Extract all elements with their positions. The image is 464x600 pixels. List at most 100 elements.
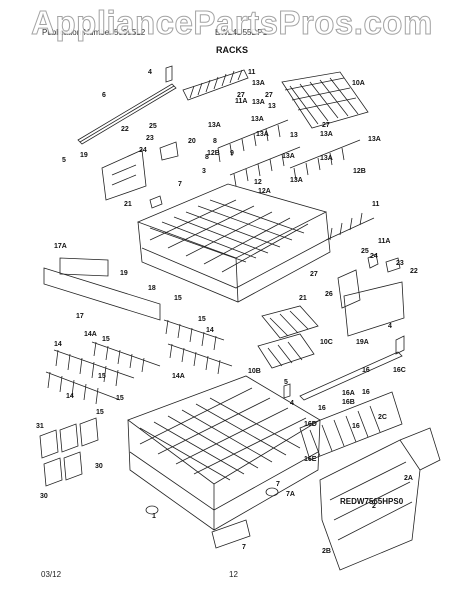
part-lower-basket bbox=[127, 375, 321, 531]
callout-16: 16 bbox=[318, 405, 326, 412]
callout-22: 22 bbox=[121, 126, 129, 133]
callout-13a: 13A bbox=[256, 131, 269, 138]
callout-13: 13 bbox=[268, 103, 276, 110]
callout-4: 4 bbox=[290, 400, 294, 407]
callout-22: 22 bbox=[410, 268, 418, 275]
callout-27: 27 bbox=[237, 92, 245, 99]
part-wheels-30 bbox=[39, 417, 99, 487]
callout-30: 30 bbox=[40, 493, 48, 500]
callout-24: 24 bbox=[139, 147, 147, 154]
callout-2b: 2B bbox=[322, 548, 331, 555]
part-rail-top bbox=[77, 83, 177, 145]
callout-2a: 2A bbox=[404, 475, 413, 482]
callout-23: 23 bbox=[396, 260, 404, 267]
callout-14: 14 bbox=[66, 393, 74, 400]
callout-2: 2 bbox=[372, 503, 376, 510]
part-bracket-19a bbox=[343, 281, 405, 337]
callout-31: 31 bbox=[36, 423, 44, 430]
callout-15: 15 bbox=[98, 373, 106, 380]
part-front-panel-17 bbox=[43, 257, 161, 321]
part-cutlery-basket bbox=[299, 391, 441, 571]
callout-13a: 13A bbox=[320, 131, 333, 138]
callout-19: 19 bbox=[120, 270, 128, 277]
callout-15: 15 bbox=[198, 316, 206, 323]
callout-15: 15 bbox=[174, 295, 182, 302]
callout-3: 3 bbox=[202, 168, 206, 175]
callout-8: 8 bbox=[205, 154, 209, 161]
callout-10a: 10A bbox=[352, 80, 365, 87]
callout-4: 4 bbox=[148, 69, 152, 76]
callout-16a: 16A bbox=[342, 390, 355, 397]
callout-16: 16 bbox=[352, 423, 360, 430]
callout-17a: 17A bbox=[54, 243, 67, 250]
callout-9: 9 bbox=[230, 150, 234, 157]
callout-27: 27 bbox=[322, 122, 330, 129]
callout-19a: 19A bbox=[356, 339, 369, 346]
callout-26: 26 bbox=[325, 291, 333, 298]
callout-19: 19 bbox=[80, 152, 88, 159]
callout-5: 5 bbox=[284, 379, 288, 386]
callout-4: 4 bbox=[388, 323, 392, 330]
callout-13a: 13A bbox=[252, 80, 265, 87]
callout-11: 11 bbox=[372, 201, 380, 208]
callout-20: 20 bbox=[188, 138, 196, 145]
callout-21: 21 bbox=[124, 201, 132, 208]
part-cup-rack-10a bbox=[281, 71, 369, 129]
footer-date: 03/12 bbox=[41, 570, 62, 579]
part-tines-11 bbox=[182, 69, 249, 101]
callout-11a: 11A bbox=[378, 238, 390, 245]
callout-13a: 13A bbox=[290, 177, 303, 184]
callout-14: 14 bbox=[54, 341, 62, 348]
callout-10b: 10B bbox=[248, 368, 261, 375]
diagram-code: REDW7565HPS0 bbox=[340, 497, 404, 506]
callout-24: 24 bbox=[370, 253, 378, 260]
callout-5: 5 bbox=[62, 157, 66, 164]
part-lower-tines bbox=[45, 319, 233, 405]
callout-25: 25 bbox=[149, 123, 157, 130]
page-number: 12 bbox=[229, 570, 238, 579]
callout-8: 8 bbox=[213, 138, 217, 145]
callout-15: 15 bbox=[96, 409, 104, 416]
part-cutlery-10c bbox=[261, 305, 319, 339]
callout-7: 7 bbox=[178, 181, 182, 188]
callout-17: 17 bbox=[76, 313, 84, 320]
callout-27: 27 bbox=[310, 271, 318, 278]
callout-15: 15 bbox=[102, 336, 110, 343]
callout-13a: 13A bbox=[368, 136, 381, 143]
model-number: EW24D55DP1 bbox=[215, 28, 268, 37]
callout-14a: 14A bbox=[172, 373, 185, 380]
callout-14a: 14A bbox=[84, 331, 97, 338]
part-bracket-19 bbox=[101, 149, 147, 201]
callout-16: 16 bbox=[362, 367, 370, 374]
callout-7a: 7A bbox=[286, 491, 295, 498]
callout-21: 21 bbox=[299, 295, 307, 302]
callout-11a: 11A bbox=[235, 98, 247, 105]
callout-16e: 16E bbox=[304, 456, 317, 463]
part-tine-rows-13a bbox=[217, 119, 361, 187]
callout-7: 7 bbox=[276, 481, 280, 488]
callout-13a: 13A bbox=[282, 153, 295, 160]
callout-6: 6 bbox=[102, 92, 106, 99]
callout-16: 16 bbox=[362, 389, 370, 396]
callout-1: 1 bbox=[152, 513, 156, 520]
callout-12a: 12A bbox=[258, 188, 271, 195]
callout-30: 30 bbox=[95, 463, 103, 470]
publication-number: Publication Number 5995512 bbox=[42, 28, 146, 37]
callout-12: 12 bbox=[254, 179, 262, 186]
watermark: AppliancePartsPros.com bbox=[31, 4, 433, 42]
callout-13a: 13A bbox=[252, 99, 265, 106]
callout-2c: 2C bbox=[378, 414, 387, 421]
callout-16d: 16D bbox=[304, 421, 317, 428]
callout-13a: 13A bbox=[320, 155, 333, 162]
callout-7: 7 bbox=[242, 544, 246, 551]
callout-14: 14 bbox=[206, 327, 214, 334]
callout-11: 11 bbox=[248, 69, 256, 76]
callout-12b: 12B bbox=[207, 150, 220, 157]
callout-18: 18 bbox=[148, 285, 156, 292]
callout-25: 25 bbox=[361, 248, 369, 255]
callout-23: 23 bbox=[146, 135, 154, 142]
callout-12b: 12B bbox=[353, 168, 366, 175]
callout-13: 13 bbox=[290, 132, 298, 139]
part-cutlery-10b bbox=[257, 333, 315, 369]
